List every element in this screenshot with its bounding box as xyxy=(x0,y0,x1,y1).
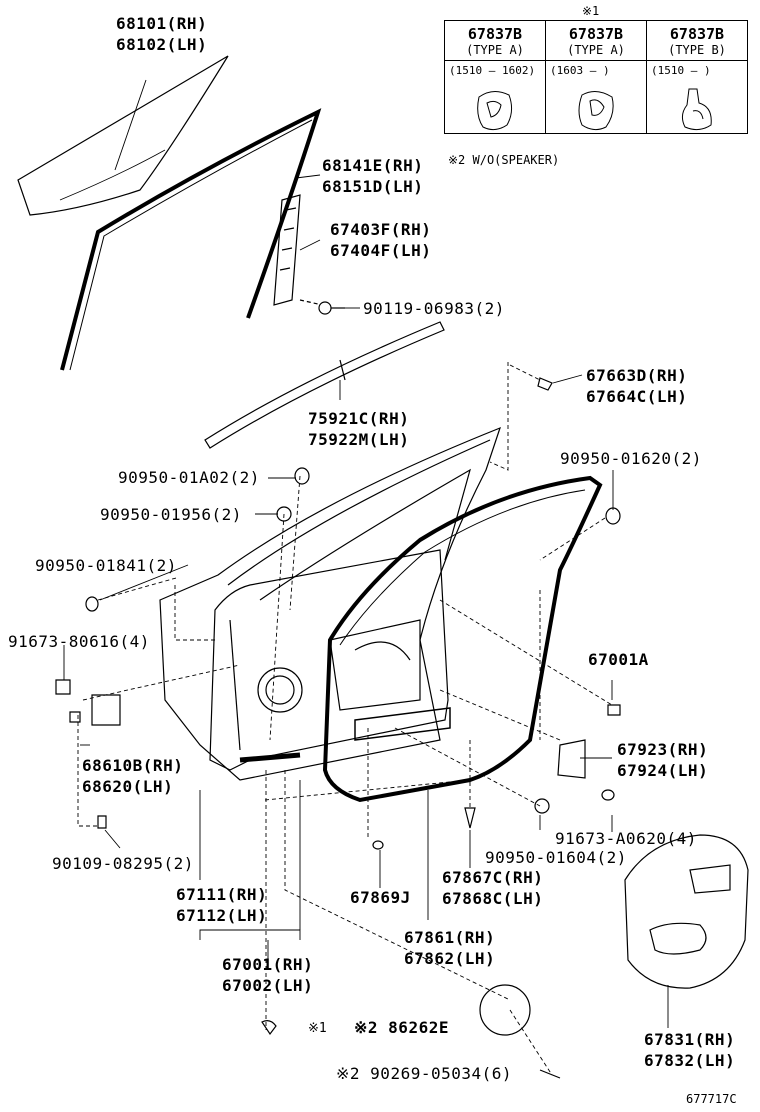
table-note: ※2 W/O(SPEAKER) xyxy=(448,153,560,167)
label-hinge-rh: 68610B(RH) xyxy=(82,756,184,775)
label-bracket-rh: 67923(RH) xyxy=(617,740,709,759)
label-belt-lh: 75922M(LH) xyxy=(308,430,410,449)
table-type: (TYPE A) xyxy=(567,43,625,57)
table-col-1: 67837B (TYPE A) xyxy=(444,20,546,61)
table-part-number: 67837B xyxy=(669,25,725,43)
door-outer-panel xyxy=(159,426,501,781)
label-glass-rh: 68101(RH) xyxy=(116,14,208,33)
label-hinge-lh: 68620(LH) xyxy=(82,777,174,796)
division-channel xyxy=(273,194,301,306)
label-mark-1: ※1 xyxy=(308,1021,327,1036)
label-seal-lh: 67112(LH) xyxy=(176,906,268,925)
label-cover: ※2 86262E xyxy=(354,1018,449,1037)
label-clip2-lh: 67868C(LH) xyxy=(442,889,544,908)
sealing-strip xyxy=(354,707,451,741)
label-plug-4: 90950-01841(2) xyxy=(35,556,177,575)
label-door-rh: 67001(RH) xyxy=(222,955,314,974)
label-bolt-08295: 90109-08295(2) xyxy=(52,854,194,873)
table-part-number: 67837B xyxy=(568,25,624,43)
label-bolt-channel: 90119-06983(2) xyxy=(363,299,505,318)
label-bolt-hinge: 91673-80616(4) xyxy=(8,632,150,651)
label-channel-rh: 67403F(RH) xyxy=(330,220,432,239)
label-clip2-rh: 67867C(RH) xyxy=(442,868,544,887)
label-run-rh: 68141E(RH) xyxy=(322,156,424,175)
label-channel-lh: 67404F(LH) xyxy=(330,241,432,260)
table-range: (1510 – 1602) xyxy=(449,64,536,77)
label-hole-lh: 67832(LH) xyxy=(644,1051,736,1070)
applicability-table: 67837B (TYPE A) 67837B (TYPE A) 67837B (… xyxy=(444,20,748,134)
label-retainer: 67869J xyxy=(350,888,411,907)
label-clip-lh: 67664C(LH) xyxy=(586,387,688,406)
label-belt-rh: 75921C(RH) xyxy=(308,409,410,428)
table-range: (1510 – ) xyxy=(651,64,711,77)
label-bracket-lh: 67924(LH) xyxy=(617,761,709,780)
table-cell-art: (1603 – ) xyxy=(545,60,647,134)
door-glass xyxy=(17,55,229,216)
table-mark: ※1 xyxy=(582,4,600,18)
label-weather-rh: 67861(RH) xyxy=(404,928,496,947)
label-hole-rh: 67831(RH) xyxy=(644,1030,736,1049)
figure-id: 677717C xyxy=(686,1092,737,1106)
label-door-lh: 67002(LH) xyxy=(222,976,314,995)
table-part-number: 67837B xyxy=(467,25,523,43)
label-bolt-a0620: 91673-A0620(4) xyxy=(555,829,697,848)
table-cell-art: (1510 – ) xyxy=(646,60,748,134)
label-weather-lh: 67862(LH) xyxy=(404,949,496,968)
label-clip-rh: 67663D(RH) xyxy=(586,366,688,385)
label-plug-01604: 90950-01604(2) xyxy=(485,848,627,867)
label-screw: ※2 90269-05034(6) xyxy=(336,1064,513,1083)
label-run-lh: 68151D(LH) xyxy=(322,177,424,196)
label-plug-1: 90950-01A02(2) xyxy=(118,468,260,487)
table-range: (1603 – ) xyxy=(550,64,610,77)
label-plug-3: 90950-01956(2) xyxy=(100,505,242,524)
label-weatherstrip: 67001A xyxy=(588,650,649,669)
table-cell-art: (1510 – 1602) xyxy=(444,60,546,134)
table-col-2: 67837B (TYPE A) xyxy=(545,20,647,61)
label-plug-2: 90950-01620(2) xyxy=(560,449,702,468)
label-seal-rh: 67111(RH) xyxy=(176,885,268,904)
table-type: (TYPE A) xyxy=(466,43,524,57)
table-col-3: 67837B (TYPE B) xyxy=(646,20,748,61)
table-type: (TYPE B) xyxy=(668,43,726,57)
label-glass-lh: 68102(LH) xyxy=(116,35,208,54)
glass-run xyxy=(60,108,322,371)
belt-moulding xyxy=(204,321,445,449)
weatherstrip xyxy=(322,475,603,803)
service-hole-cover xyxy=(624,834,749,989)
